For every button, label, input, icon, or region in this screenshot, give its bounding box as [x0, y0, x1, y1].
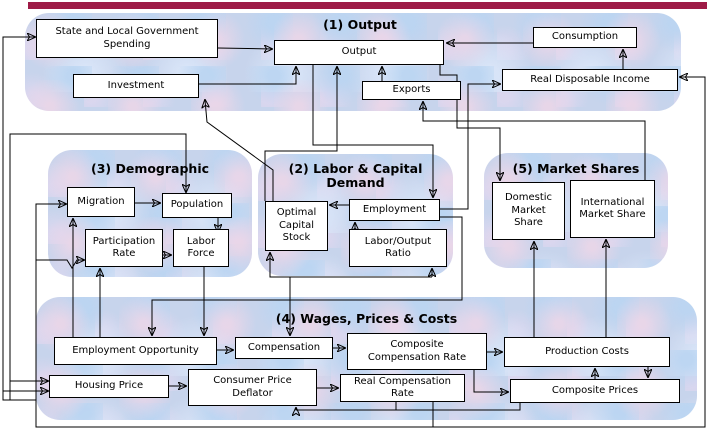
arrow-composite-rate-to-composite-prices: [473, 370, 508, 392]
node-migration: Migration: [67, 187, 135, 217]
node-compensation: Compensation: [235, 337, 333, 359]
block-title-output: (1) Output: [323, 17, 397, 32]
node-housing-price: Housing Price: [49, 375, 169, 398]
arrow-feedback-to-population: [9, 133, 186, 401]
block-title-labor-capital: (2) Labor & Capital Demand: [288, 161, 423, 191]
arrow-real-rate-to-deflator: [296, 402, 397, 410]
node-exports: Exports: [362, 81, 461, 100]
arrow-feedback-to-migration: [35, 204, 434, 428]
node-production-costs: Production Costs: [504, 337, 670, 367]
node-employment: Employment: [349, 199, 440, 221]
node-international-market-share: International Market Share: [570, 180, 655, 238]
arrow-capital-stock-to-investment: [205, 100, 274, 201]
arrow-feedback-to-real-disposable-income: [433, 77, 706, 428]
arrow-feedback-to-participation-rate: [36, 260, 84, 269]
node-state-local-government-spending: State and Local Government Spending: [36, 19, 218, 58]
arrow-junction-to-capital-stock: [270, 253, 432, 278]
arrow-feedback-to-slgs: [2, 37, 36, 401]
node-consumer-price-deflator: Consumer Price Deflator: [188, 369, 317, 406]
node-consumption: Consumption: [533, 27, 637, 48]
arrow-output-to-domestic-share: [439, 65, 500, 180]
arrow-intl-share-to-exports: [423, 102, 646, 180]
node-population: Population: [162, 193, 232, 218]
node-real-compensation-rate: Real Compensation Rate: [340, 374, 465, 402]
node-employment-opportunity: Employment Opportunity: [54, 337, 217, 365]
arrow-capital-stock-to-output: [264, 67, 337, 201]
arrow-employment-to-rdi: [440, 84, 500, 210]
node-real-disposable-income: Real Disposable Income: [502, 69, 678, 91]
arrow-output-to-employment: [312, 65, 433, 197]
block-title-wages-prices-costs: (4) Wages, Prices & Costs: [275, 311, 458, 326]
node-labor-force: Labor Force: [173, 229, 229, 267]
arrow-employment-to-opportunity: [152, 216, 463, 335]
block-title-demographic: (3) Demographic: [90, 161, 210, 176]
node-optimal-capital-stock: Optimal Capital Stock: [265, 201, 328, 251]
node-output: Output: [274, 40, 444, 65]
node-composite-prices: Composite Prices: [510, 379, 680, 403]
node-composite-compensation-rate: Composite Compensation Rate: [347, 333, 487, 370]
node-labor-output-ratio: Labor/Output Ratio: [349, 229, 447, 267]
block-title-market-shares: (5) Market Shares: [512, 161, 640, 176]
arrow-investment-to-output: [199, 67, 296, 85]
top-accent-bar: [28, 2, 707, 9]
node-participation-rate: Participation Rate: [85, 229, 163, 267]
node-domestic-market-share: Domestic Market Share: [492, 182, 565, 240]
node-investment: Investment: [73, 74, 199, 98]
arrow-slgs-to-output: [217, 48, 272, 49]
